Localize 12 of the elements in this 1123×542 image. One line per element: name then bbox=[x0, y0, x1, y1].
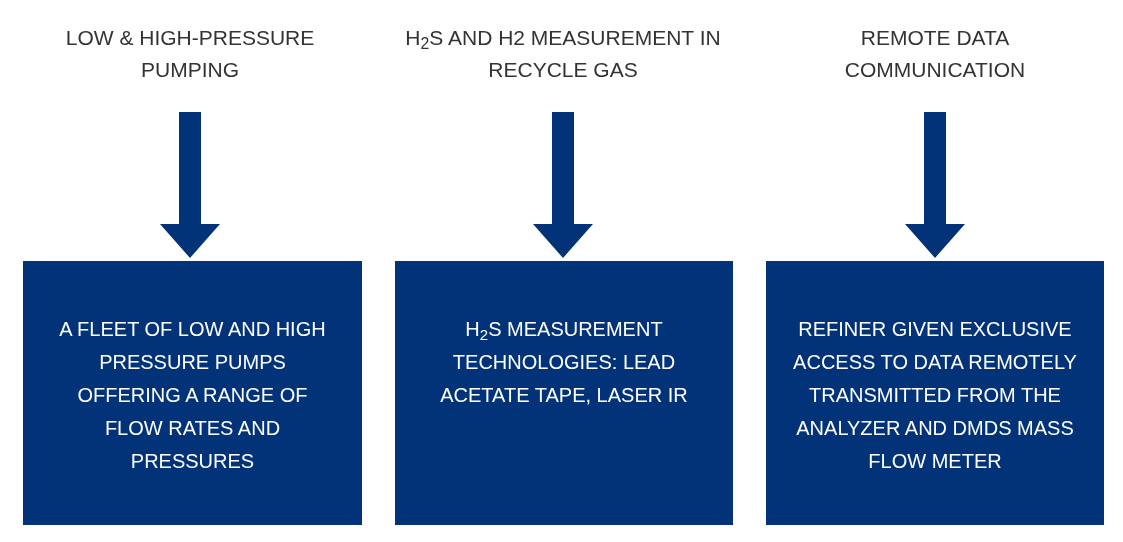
box-text: H$_{2}$S MEASUREMENT TECHNOLOGIES: LEAD ACETATE TAPE, LASER IR bbox=[439, 317, 689, 408]
box-text: REFINER GIVEN EXCLUSIVE ACCESS TO DATA REMOTELY TRANSMITTED FROM THE ANALYZER AND DMDS MASS FLOW METER bbox=[792, 317, 1078, 474]
text-box bbox=[23, 261, 362, 525]
down-arrow bbox=[160, 112, 220, 258]
down-arrow bbox=[905, 112, 965, 258]
heading: LOW & HIGH-PRESSURE PUMPING bbox=[64, 25, 316, 83]
heading: REMOTE DATA COMMUNICATION bbox=[843, 25, 1027, 83]
down-arrow bbox=[533, 112, 593, 258]
heading: H$_{2}$S AND H2 MEASUREMENT IN RECYCLE GAS bbox=[404, 25, 722, 83]
text-box bbox=[395, 261, 733, 525]
box-text: A FLEET OF LOW AND HIGH PRESSURE PUMPS OFFERING A RANGE OF FLOW RATES AND PRESSURES bbox=[58, 317, 327, 474]
text-box bbox=[766, 261, 1104, 525]
